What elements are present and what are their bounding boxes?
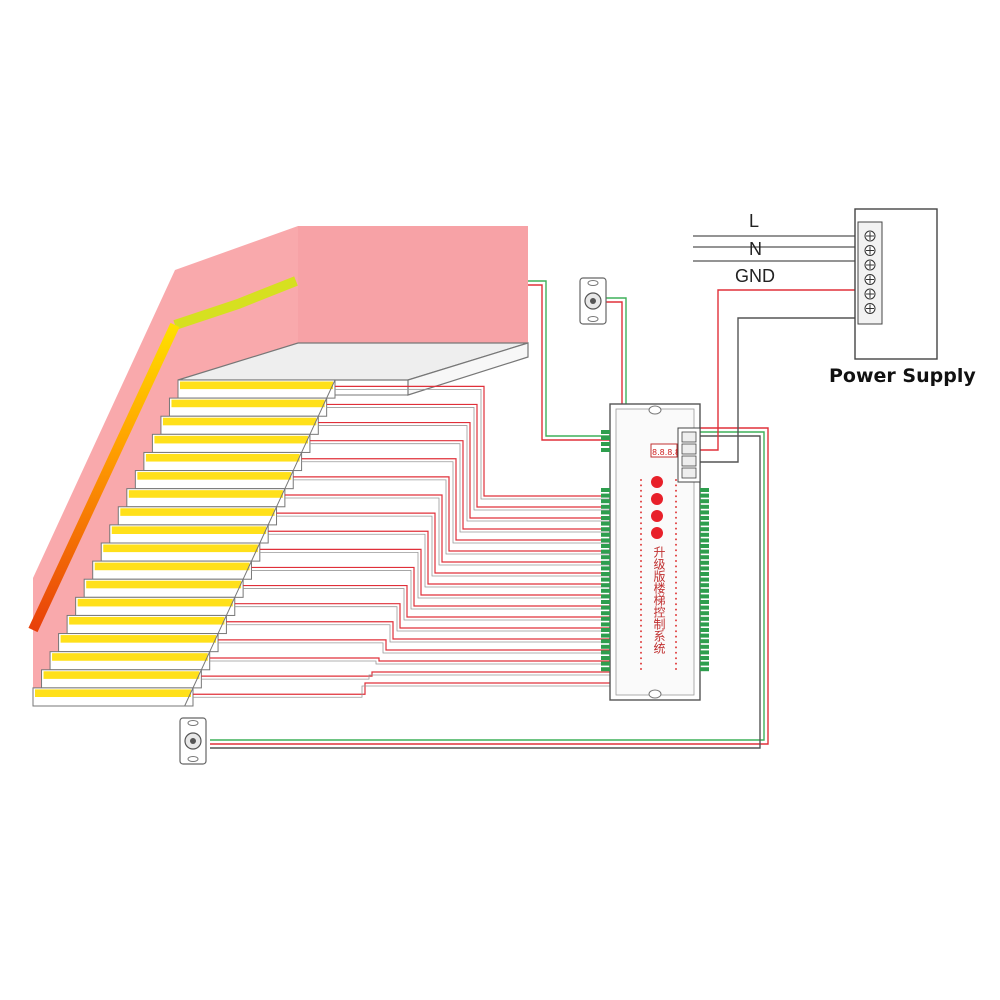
- stair-step: [75, 596, 236, 616]
- step-wire-red: [226, 621, 610, 640]
- step-wire-grey: [293, 479, 610, 555]
- step-wire-red: [193, 682, 610, 695]
- stair-step: [126, 488, 286, 508]
- stair-step: [143, 451, 303, 472]
- bottom-motion-sensor: [179, 717, 207, 765]
- stair-step: [41, 669, 202, 689]
- step-wire-grey: [218, 642, 610, 654]
- stair-step: [134, 470, 294, 490]
- step-wire-grey: [226, 624, 610, 643]
- step-wire-grey: [234, 606, 610, 632]
- step-wire-grey: [209, 660, 610, 665]
- step-wire-grey: [201, 674, 610, 680]
- step-wire-grey: [309, 443, 610, 533]
- step-wire-red: [326, 403, 610, 508]
- controller-leds: [651, 476, 663, 539]
- step-wire-red: [284, 494, 610, 563]
- step-wire-red: [309, 440, 610, 530]
- step-wire-red: [268, 530, 610, 585]
- step-wire-red: [259, 548, 610, 596]
- stair-step: [66, 614, 227, 635]
- stair-step: [177, 379, 336, 399]
- step-wire-grey: [335, 388, 610, 500]
- step-wire-grey: [326, 407, 610, 511]
- stair-step: [49, 651, 211, 671]
- top-motion-sensor: [579, 277, 607, 325]
- controller-power-terminal-icon: [681, 431, 697, 479]
- controller-indicator-dots: [640, 479, 677, 670]
- stair-step: [83, 578, 244, 598]
- top-sensor-wires: [210, 280, 769, 749]
- step-wire-grey: [251, 570, 610, 610]
- stair-step: [160, 415, 319, 435]
- step-wire-grey: [301, 461, 610, 544]
- stair-step: [100, 542, 261, 562]
- step-wire-grey: [268, 533, 610, 588]
- step-wire-red: [293, 476, 610, 552]
- step-wire-red: [335, 385, 610, 497]
- step-wire-red: [301, 458, 610, 541]
- top-landing: [177, 342, 529, 396]
- step-wire-grey: [276, 515, 610, 577]
- step-wire-red: [243, 584, 610, 618]
- stair-step: [58, 633, 219, 653]
- screw-terminal-icon: [864, 230, 876, 314]
- stair-step: [117, 506, 278, 526]
- step-wire-red: [234, 603, 610, 629]
- wall-led-strip: [28, 275, 528, 633]
- stair-step: [151, 433, 311, 453]
- stair-controller: 8.8.8.8 升级版楼梯控制系统: [601, 403, 709, 701]
- step-wires: [193, 385, 610, 698]
- step-wire-grey: [193, 685, 610, 698]
- step-wire-red: [218, 639, 610, 651]
- power-supply-title: Power Supply: [829, 365, 976, 387]
- controller-connector-pins: [601, 430, 709, 672]
- step-wire-red: [209, 657, 610, 662]
- stair-step: [32, 687, 194, 707]
- step-wire-red: [201, 671, 610, 677]
- controller-display: 8.8.8.8: [652, 448, 680, 457]
- mains-label-gnd: GND: [735, 266, 775, 286]
- step-wire-red: [318, 421, 610, 519]
- mains-label-l: L: [749, 211, 759, 231]
- power-wires: [700, 289, 860, 463]
- mains-label-n: N: [749, 239, 762, 259]
- staircase-steps: [32, 379, 336, 707]
- step-wire-grey: [318, 425, 610, 522]
- stair-step: [109, 524, 269, 544]
- step-wire-grey: [259, 551, 610, 599]
- step-wire-red: [251, 566, 610, 607]
- step-wire-red: [276, 512, 610, 574]
- stair-step: [92, 560, 252, 580]
- mains-wires: [693, 235, 860, 262]
- controller-label: 升级版楼梯控制系统: [652, 546, 666, 654]
- power-supply: [854, 208, 938, 360]
- step-wire-grey: [243, 588, 610, 621]
- stair-step: [168, 397, 328, 417]
- step-wire-grey: [284, 497, 610, 566]
